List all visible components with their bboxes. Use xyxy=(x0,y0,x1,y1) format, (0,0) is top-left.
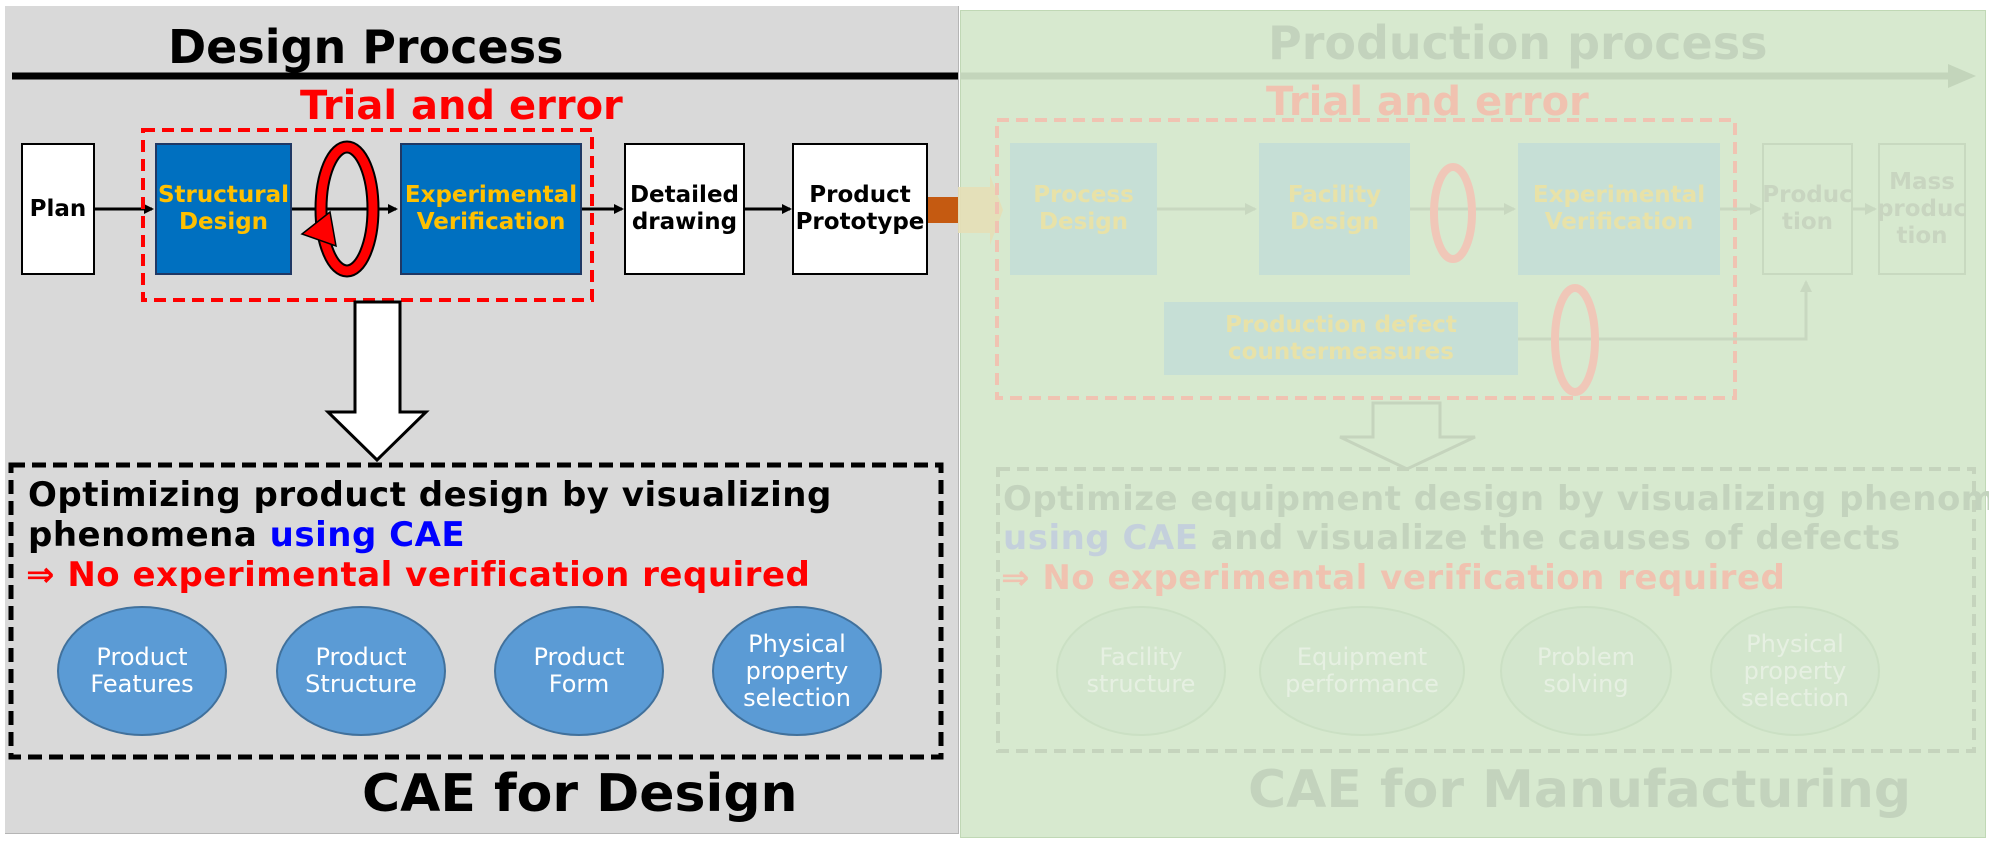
step-facility-design: Facility Design xyxy=(1259,143,1410,275)
design-cae-dashed-box xyxy=(8,462,944,760)
production-trial-label: Trial and error xyxy=(1266,79,1589,125)
production-down-arrow xyxy=(1339,401,1476,471)
design-cae-text-line3: ⇒ No experimental verification required xyxy=(26,555,811,595)
design-trial-dashed-box xyxy=(141,128,594,302)
design-cae-text-using-cae: using CAE xyxy=(269,515,466,555)
ellipse-product-structure: Product Structure xyxy=(276,606,446,736)
production-process-title: Production process xyxy=(1268,16,1768,70)
production-cae-text-line2-post: and visualize the causes of defects xyxy=(1198,518,1901,558)
process-connector-faded xyxy=(958,175,1003,245)
ellipse-product-form: Product Form xyxy=(494,606,664,736)
production-cae-dashed-box xyxy=(996,467,1976,753)
step-mass-production: Mass produc tion xyxy=(1877,143,1967,275)
production-trial-dashed-box xyxy=(995,118,1737,400)
step-process-design: Process Design xyxy=(1010,143,1157,275)
production-cae-text-using-cae: using CAE xyxy=(1003,518,1199,558)
design-loop-icon xyxy=(300,140,380,278)
ellipse-facility-structure: Facility structure xyxy=(1056,606,1226,736)
design-cae-text-line2: phenomena using CAE xyxy=(28,515,465,555)
design-cae-text-line1: Optimizing product design by visualizing xyxy=(28,475,832,515)
production-cae-text-line2: using CAE and visualize the causes of de… xyxy=(1003,518,1901,558)
ellipse-problem-solving: Problem solving xyxy=(1500,606,1672,736)
step-production-defect-countermeasures: Production defect countermeasures xyxy=(1164,302,1518,375)
design-down-arrow xyxy=(324,300,430,463)
ellipse-product-features: Product Features xyxy=(57,606,227,736)
step-structural-design: Structural Design xyxy=(155,143,292,275)
step-production: Produc tion xyxy=(1762,143,1853,275)
production-loop-icon-1 xyxy=(1430,163,1476,263)
design-trial-label: Trial and error xyxy=(300,83,623,129)
ellipse-production-physical-property-selection: Physical property selection xyxy=(1710,606,1880,736)
production-cae-text-line3: ⇒ No experimental verification required xyxy=(1001,558,1786,598)
ellipse-equipment-performance: Equipment performance xyxy=(1259,606,1465,736)
production-cae-text-line1: Optimize equipment design by visualizing… xyxy=(1003,479,1989,519)
step-plan: Plan xyxy=(21,143,95,275)
process-connector-orange xyxy=(928,197,958,223)
step-production-experimental-verification: Experimental Verification xyxy=(1518,143,1720,275)
step-experimental-verification: Experimental Verification xyxy=(400,143,582,275)
design-process-title: Design Process xyxy=(168,20,564,74)
design-cae-text-line2-pre: phenomena xyxy=(28,515,270,555)
production-loop-icon-2 xyxy=(1551,284,1599,396)
ellipse-physical-property-selection: Physical property selection xyxy=(712,606,882,736)
production-footer-title: CAE for Manufacturing xyxy=(1248,760,1912,820)
step-product-prototype: Product Prototype xyxy=(792,143,928,275)
step-detailed-drawing: Detailed drawing xyxy=(624,143,745,275)
production-timeline-arrowhead xyxy=(1948,64,1976,88)
design-footer-title: CAE for Design xyxy=(362,764,798,824)
